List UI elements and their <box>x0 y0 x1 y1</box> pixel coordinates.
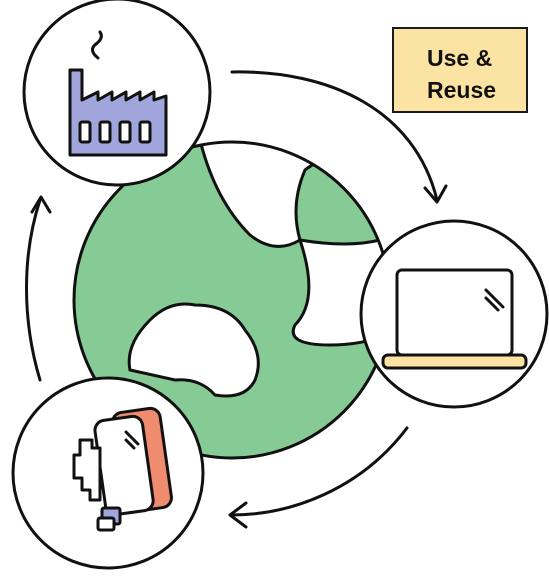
cycle-arrows <box>25 70 448 529</box>
factory-icon <box>68 30 168 157</box>
phone-node <box>11 376 205 570</box>
use-reuse-label: Use & Reuse <box>392 27 528 113</box>
phone-recycle-icon <box>72 406 173 532</box>
arrow-laptop-to-phone <box>230 426 409 517</box>
label-line-2: Reuse <box>427 77 497 103</box>
arrow-phone-to-factory <box>25 198 42 382</box>
laptop-node <box>359 219 549 409</box>
factory-node <box>22 0 212 187</box>
label-line-1: Use & <box>427 45 493 71</box>
globe-icon <box>72 140 392 460</box>
arrow-factory-to-laptop <box>230 70 439 202</box>
laptop-icon <box>381 268 528 370</box>
